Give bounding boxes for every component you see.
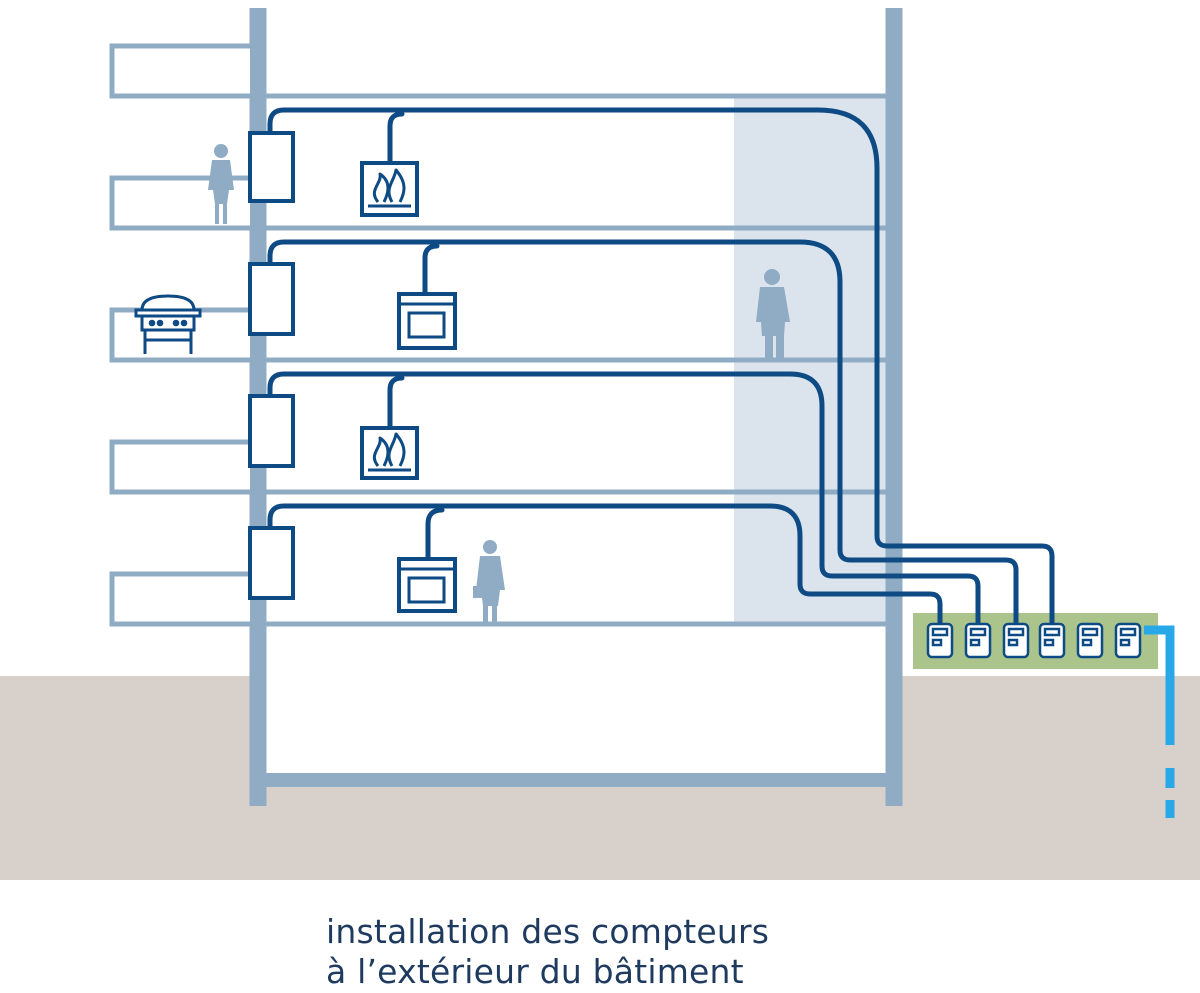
man-silhouette xyxy=(756,269,790,358)
gas-meter-icon xyxy=(1114,622,1142,659)
woman-silhouette xyxy=(208,144,234,224)
barbecue-grill-icon xyxy=(134,294,202,354)
gas-meter-icon xyxy=(964,622,992,659)
gas-meter-icon xyxy=(1076,622,1104,659)
stove-icon xyxy=(397,292,457,350)
gas-meters xyxy=(926,622,1142,659)
gas-pipes xyxy=(267,107,1055,629)
building-gas-diagram xyxy=(0,8,1200,880)
service-line xyxy=(1144,625,1175,818)
caption-line-2: à l’extérieur du bâtiment xyxy=(326,952,744,991)
gas-meter-icon xyxy=(1038,622,1066,659)
fireplace-icon xyxy=(360,161,419,217)
fireplace-icon xyxy=(360,426,419,480)
wall-heaters xyxy=(248,131,295,600)
basement-fill xyxy=(266,634,886,774)
stove-icon xyxy=(397,557,457,613)
balconies xyxy=(109,43,250,627)
man-with-briefcase-silhouette xyxy=(473,540,505,622)
caption-line-1: installation des compteurs xyxy=(326,912,770,951)
gas-meter-icon xyxy=(1002,622,1030,659)
caption: installation des compteurs à l’extérieur… xyxy=(326,912,1026,992)
gas-meter-icon xyxy=(926,622,954,659)
